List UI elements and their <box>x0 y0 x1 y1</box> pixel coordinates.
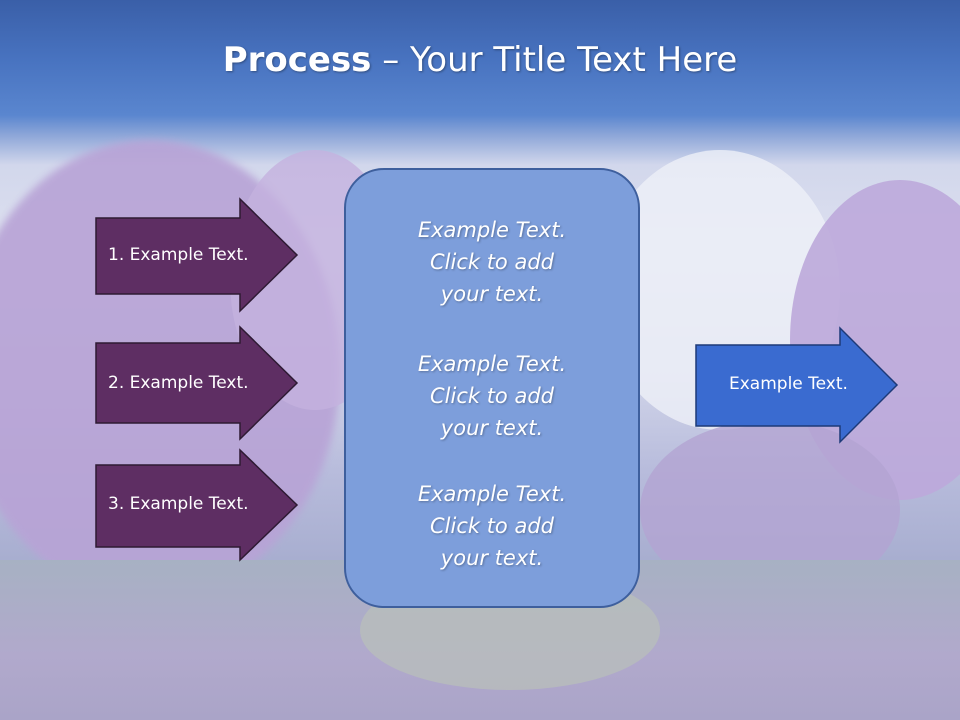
center-text-block-1: Example Text. Click to add your text. <box>346 214 638 310</box>
block-1-line-3: your text. <box>440 282 544 306</box>
block-2-line-3: your text. <box>440 416 544 440</box>
slide-title[interactable]: Process – Your Title Text Here <box>0 40 960 80</box>
block-3-line-3: your text. <box>440 546 544 570</box>
left-arrow-3[interactable]: 3. Example Text. <box>94 448 300 564</box>
center-text-box[interactable]: Example Text. Click to add your text. Ex… <box>344 168 640 608</box>
arrow-shape <box>95 325 299 441</box>
left-arrow-1[interactable]: 1. Example Text. <box>94 197 300 313</box>
block-1-line-2: Click to add <box>429 250 554 274</box>
left-arrow-3-label: 3. Example Text. <box>108 494 249 514</box>
title-rest: – Your Title Text Here <box>371 40 738 80</box>
arrow-shape <box>95 448 299 562</box>
arrow-shape <box>695 326 899 444</box>
left-arrow-2[interactable]: 2. Example Text. <box>94 325 300 441</box>
block-3-line-2: Click to add <box>429 514 554 538</box>
block-1-line-1: Example Text. <box>417 218 567 242</box>
block-3-line-1: Example Text. <box>417 482 567 506</box>
arrow-shape <box>95 197 299 313</box>
right-arrow-label: Example Text. <box>729 374 848 394</box>
left-arrow-1-label: 1. Example Text. <box>108 245 249 265</box>
block-2-line-1: Example Text. <box>417 352 567 376</box>
title-bold: Process <box>222 40 372 80</box>
block-2-line-2: Click to add <box>429 384 554 408</box>
right-arrow[interactable]: Example Text. <box>694 326 900 444</box>
center-text-block-3: Example Text. Click to add your text. <box>346 478 638 574</box>
center-text-block-2: Example Text. Click to add your text. <box>346 348 638 444</box>
left-arrow-2-label: 2. Example Text. <box>108 373 249 393</box>
